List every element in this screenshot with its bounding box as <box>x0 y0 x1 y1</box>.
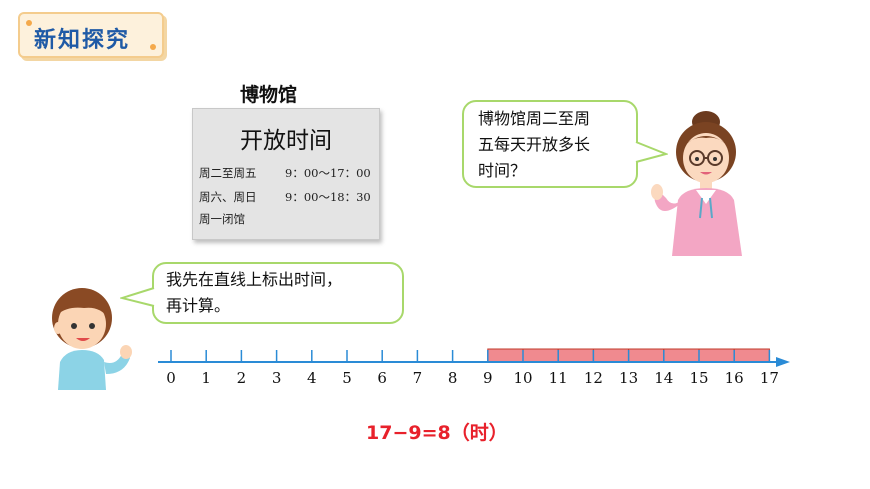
tick-label: 2 <box>236 369 247 387</box>
boy-speech-bubble: 我先在直线上标出时间， 再计算。 <box>152 262 404 324</box>
schedule-row: 周一闭馆 <box>199 211 245 227</box>
tick-label: 7 <box>412 369 423 387</box>
highlight-segment <box>663 348 700 363</box>
tick-label: 5 <box>342 369 352 387</box>
tick-label: 3 <box>271 369 282 387</box>
tick-label: 11 <box>548 369 568 387</box>
tick-label: 12 <box>583 369 603 387</box>
bubble-line: 五每天开放多长 <box>478 135 591 154</box>
tick-label: 13 <box>619 369 639 387</box>
tick-label: 15 <box>689 369 709 387</box>
teacher-figure <box>651 111 742 256</box>
tick-label: 0 <box>166 369 176 387</box>
teacher-bubble-tail <box>634 141 668 163</box>
tick-label: 4 <box>307 369 317 387</box>
opening-hours-board: 开放时间 周二至周五 9：00～17：00 周六、周日 9：00～18：30 周… <box>192 108 380 240</box>
decor-dot <box>26 20 32 26</box>
tick-label: 14 <box>654 369 674 387</box>
museum-title: 博物馆 <box>240 84 298 106</box>
highlight-segment <box>487 348 524 363</box>
section-tag-label: 新知探究 <box>34 28 131 53</box>
tick-label: 6 <box>377 369 387 387</box>
tick-label: 8 <box>447 369 458 387</box>
schedule-row: 周六、周日 9：00～18：30 <box>199 189 371 205</box>
tick-label: 17 <box>759 369 779 387</box>
boy-figure <box>52 288 132 390</box>
highlight-segment <box>522 348 559 363</box>
highlight-segment <box>592 348 630 363</box>
schedule-time: 9：00～17：00 <box>285 166 371 180</box>
decor-dot <box>150 44 156 50</box>
opening-hours-heading: 开放时间 <box>240 128 332 154</box>
schedule-days: 周二至周五 <box>199 166 257 180</box>
bubble-line: 我先在直线上标出时间， <box>166 270 343 289</box>
tick-label: 16 <box>724 369 744 387</box>
tick-label: 1 <box>201 369 211 387</box>
schedule-row: 周二至周五 9：00～17：00 <box>199 165 371 181</box>
schedule-days: 周一闭馆 <box>199 212 245 226</box>
schedule-days: 周六、周日 <box>199 190 257 204</box>
equation: 17−9=8（时） <box>366 422 508 444</box>
number-line-arrowhead <box>776 357 790 367</box>
tick-label: 10 <box>513 369 533 387</box>
schedule-time: 9：00～18：30 <box>285 190 371 204</box>
highlight-segment <box>733 348 770 363</box>
highlight-segment <box>698 348 735 363</box>
bubble-line: 博物馆周二至周 <box>478 109 591 128</box>
highlight-segment <box>557 348 594 363</box>
highlight-segment <box>628 348 665 363</box>
tick-label: 9 <box>483 369 493 387</box>
section-tag: 新知探究 <box>18 12 164 58</box>
bubble-line: 时间？ <box>478 161 527 180</box>
boy-bubble-tail <box>120 287 156 307</box>
bubble-line: 再计算。 <box>166 296 231 315</box>
